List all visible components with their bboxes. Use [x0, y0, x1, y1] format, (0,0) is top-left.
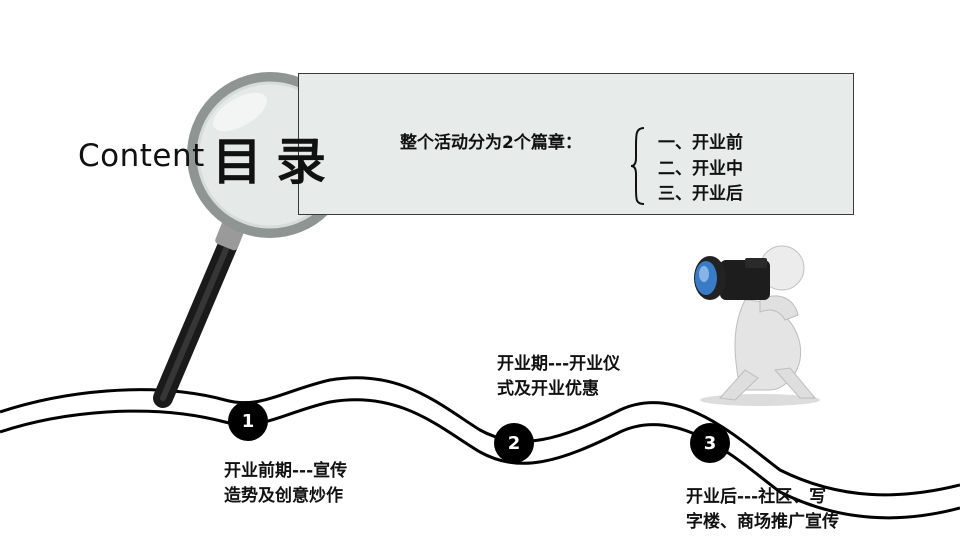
marker-2: 2 — [494, 423, 534, 463]
photographer-figure-icon — [684, 245, 834, 406]
stage-3-line-1: 开业后---社区、写 — [686, 487, 827, 507]
chapters-panel — [298, 73, 854, 215]
chapter-item: 二、开业中 — [658, 159, 743, 179]
stage-1-line-2: 造势及创意炒作 — [224, 486, 343, 506]
road-line-top — [0, 376, 960, 497]
stage-2-line-2: 式及开业优惠 — [497, 379, 599, 399]
stage-2-line-1: 开业期---开业仪 — [497, 354, 621, 374]
marker-2-number: 2 — [508, 433, 521, 454]
chapter-item: 一、开业前 — [658, 133, 743, 153]
intro-text: 整个活动分为2个篇章： — [400, 133, 582, 153]
marker-3-number: 3 — [704, 433, 717, 454]
marker-1: 1 — [228, 401, 268, 441]
stage-2-description: 开业期---开业仪 式及开业优惠 — [497, 352, 620, 402]
road-line-bottom — [0, 398, 960, 520]
left-brace-icon — [630, 127, 645, 205]
title-english: Content — [78, 138, 205, 174]
stage-3-description: 开业后---社区、写 字楼、商场推广宣传 — [686, 485, 839, 535]
stage-1-description: 开业前期---宣传 造势及创意炒作 — [224, 459, 347, 509]
chapter-item: 三、开业后 — [658, 184, 743, 204]
marker-1-number: 1 — [242, 411, 255, 432]
marker-3: 3 — [690, 423, 730, 463]
stage-1-line-1: 开业前期---宣传 — [224, 461, 348, 481]
title-chinese: 目录 — [212, 133, 340, 191]
stage-3-line-2: 字楼、商场推广宣传 — [686, 512, 839, 532]
